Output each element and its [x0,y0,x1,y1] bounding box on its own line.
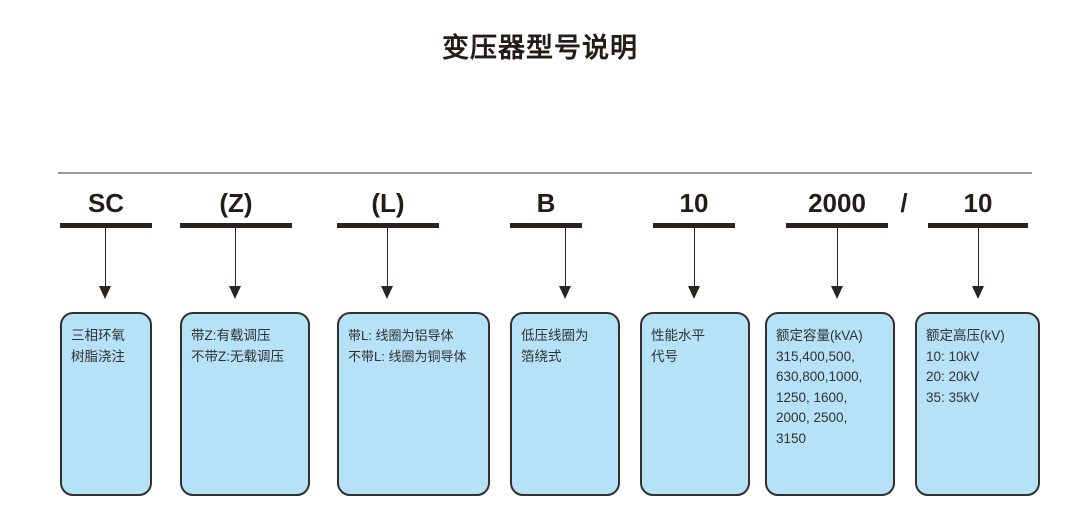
description-line: 1250, 1600, [776,389,848,405]
description-line: 10: 10kV [926,348,980,364]
description-line: 树脂浇注 [71,348,125,364]
description-box-1: 三相环氧 树脂浇注 [60,312,152,496]
description-line: 箔绕式 [521,348,562,364]
description-line: 带L: 线圈为铝导体 [348,328,454,343]
description-box-5: 性能水平 代号 [640,312,750,496]
header-divider [58,172,1032,174]
code-segment-5[interactable]: 10 [653,186,735,228]
code-segment-4[interactable]: B [510,186,582,228]
code-label-7: 10 [963,188,993,218]
description-line: 三相环氧 [71,328,125,343]
description-line: 3150 [776,430,807,446]
arrow-2 [229,227,242,299]
description-line: 性能水平 [651,328,705,343]
code-underline-6 [786,223,888,228]
description-line: 630,800,1000, [776,369,863,384]
voltage-separator: / [888,186,920,220]
code-underline-1 [60,223,152,228]
code-underline-3 [337,223,439,228]
arrow-6 [831,227,844,299]
description-line: 额定高压(kV) [926,328,1005,343]
code-underline-2 [180,223,292,228]
code-segment-3[interactable]: (L) [337,186,439,228]
description-line: 不带Z:无载调压 [191,348,284,364]
description-box-2: 带Z:有载调压 不带Z:无载调压 [180,312,310,496]
code-underline-4 [510,223,582,228]
code-underline-5 [653,223,735,228]
code-label-4: B [536,188,556,218]
code-segment-2[interactable]: (Z) [180,186,292,228]
code-label-3: (L) [371,188,405,218]
description-line: 20: 20kV [926,369,980,384]
code-segment-1[interactable]: SC [60,186,152,228]
description-box-7: 额定高压(kV) 10: 10kV 20: 20kV 35: 35kV [915,312,1040,496]
page-title: 变压器型号说明 [442,33,638,63]
description-line: 代号 [651,348,678,364]
code-label-6: 2000 [808,188,866,218]
model-code-row: SC (Z) (L) B 10 2000 / 10 [0,186,1080,236]
arrow-7 [972,227,985,299]
arrow-5 [688,227,701,299]
description-box-6: 额定容量(kVA) 315,400,500, 630,800,1000, 125… [765,312,895,496]
arrow-4 [559,227,572,299]
description-line: 带Z:有载调压 [191,328,271,343]
arrow-3 [381,227,394,299]
description-box-4: 低压线圈为 箔绕式 [510,312,620,496]
description-line: 额定容量(kVA) [776,328,863,343]
description-line: 不带L: 线圈为铜导体 [348,348,467,364]
code-underline-7 [928,223,1028,228]
code-segment-6[interactable]: 2000 [786,186,888,228]
code-label-1: SC [87,188,125,218]
arrow-1 [99,227,112,299]
code-label-2: (Z) [219,188,253,218]
separator-label: / [900,188,908,218]
description-line: 35: 35kV [926,389,980,405]
description-line: 315,400,500, [776,348,855,364]
description-line: 低压线圈为 [521,328,589,343]
code-label-5: 10 [679,188,709,218]
description-box-3: 带L: 线圈为铝导体 不带L: 线圈为铜导体 [337,312,490,496]
code-segment-7[interactable]: 10 [928,186,1028,228]
description-line: 2000, 2500, [776,410,848,425]
